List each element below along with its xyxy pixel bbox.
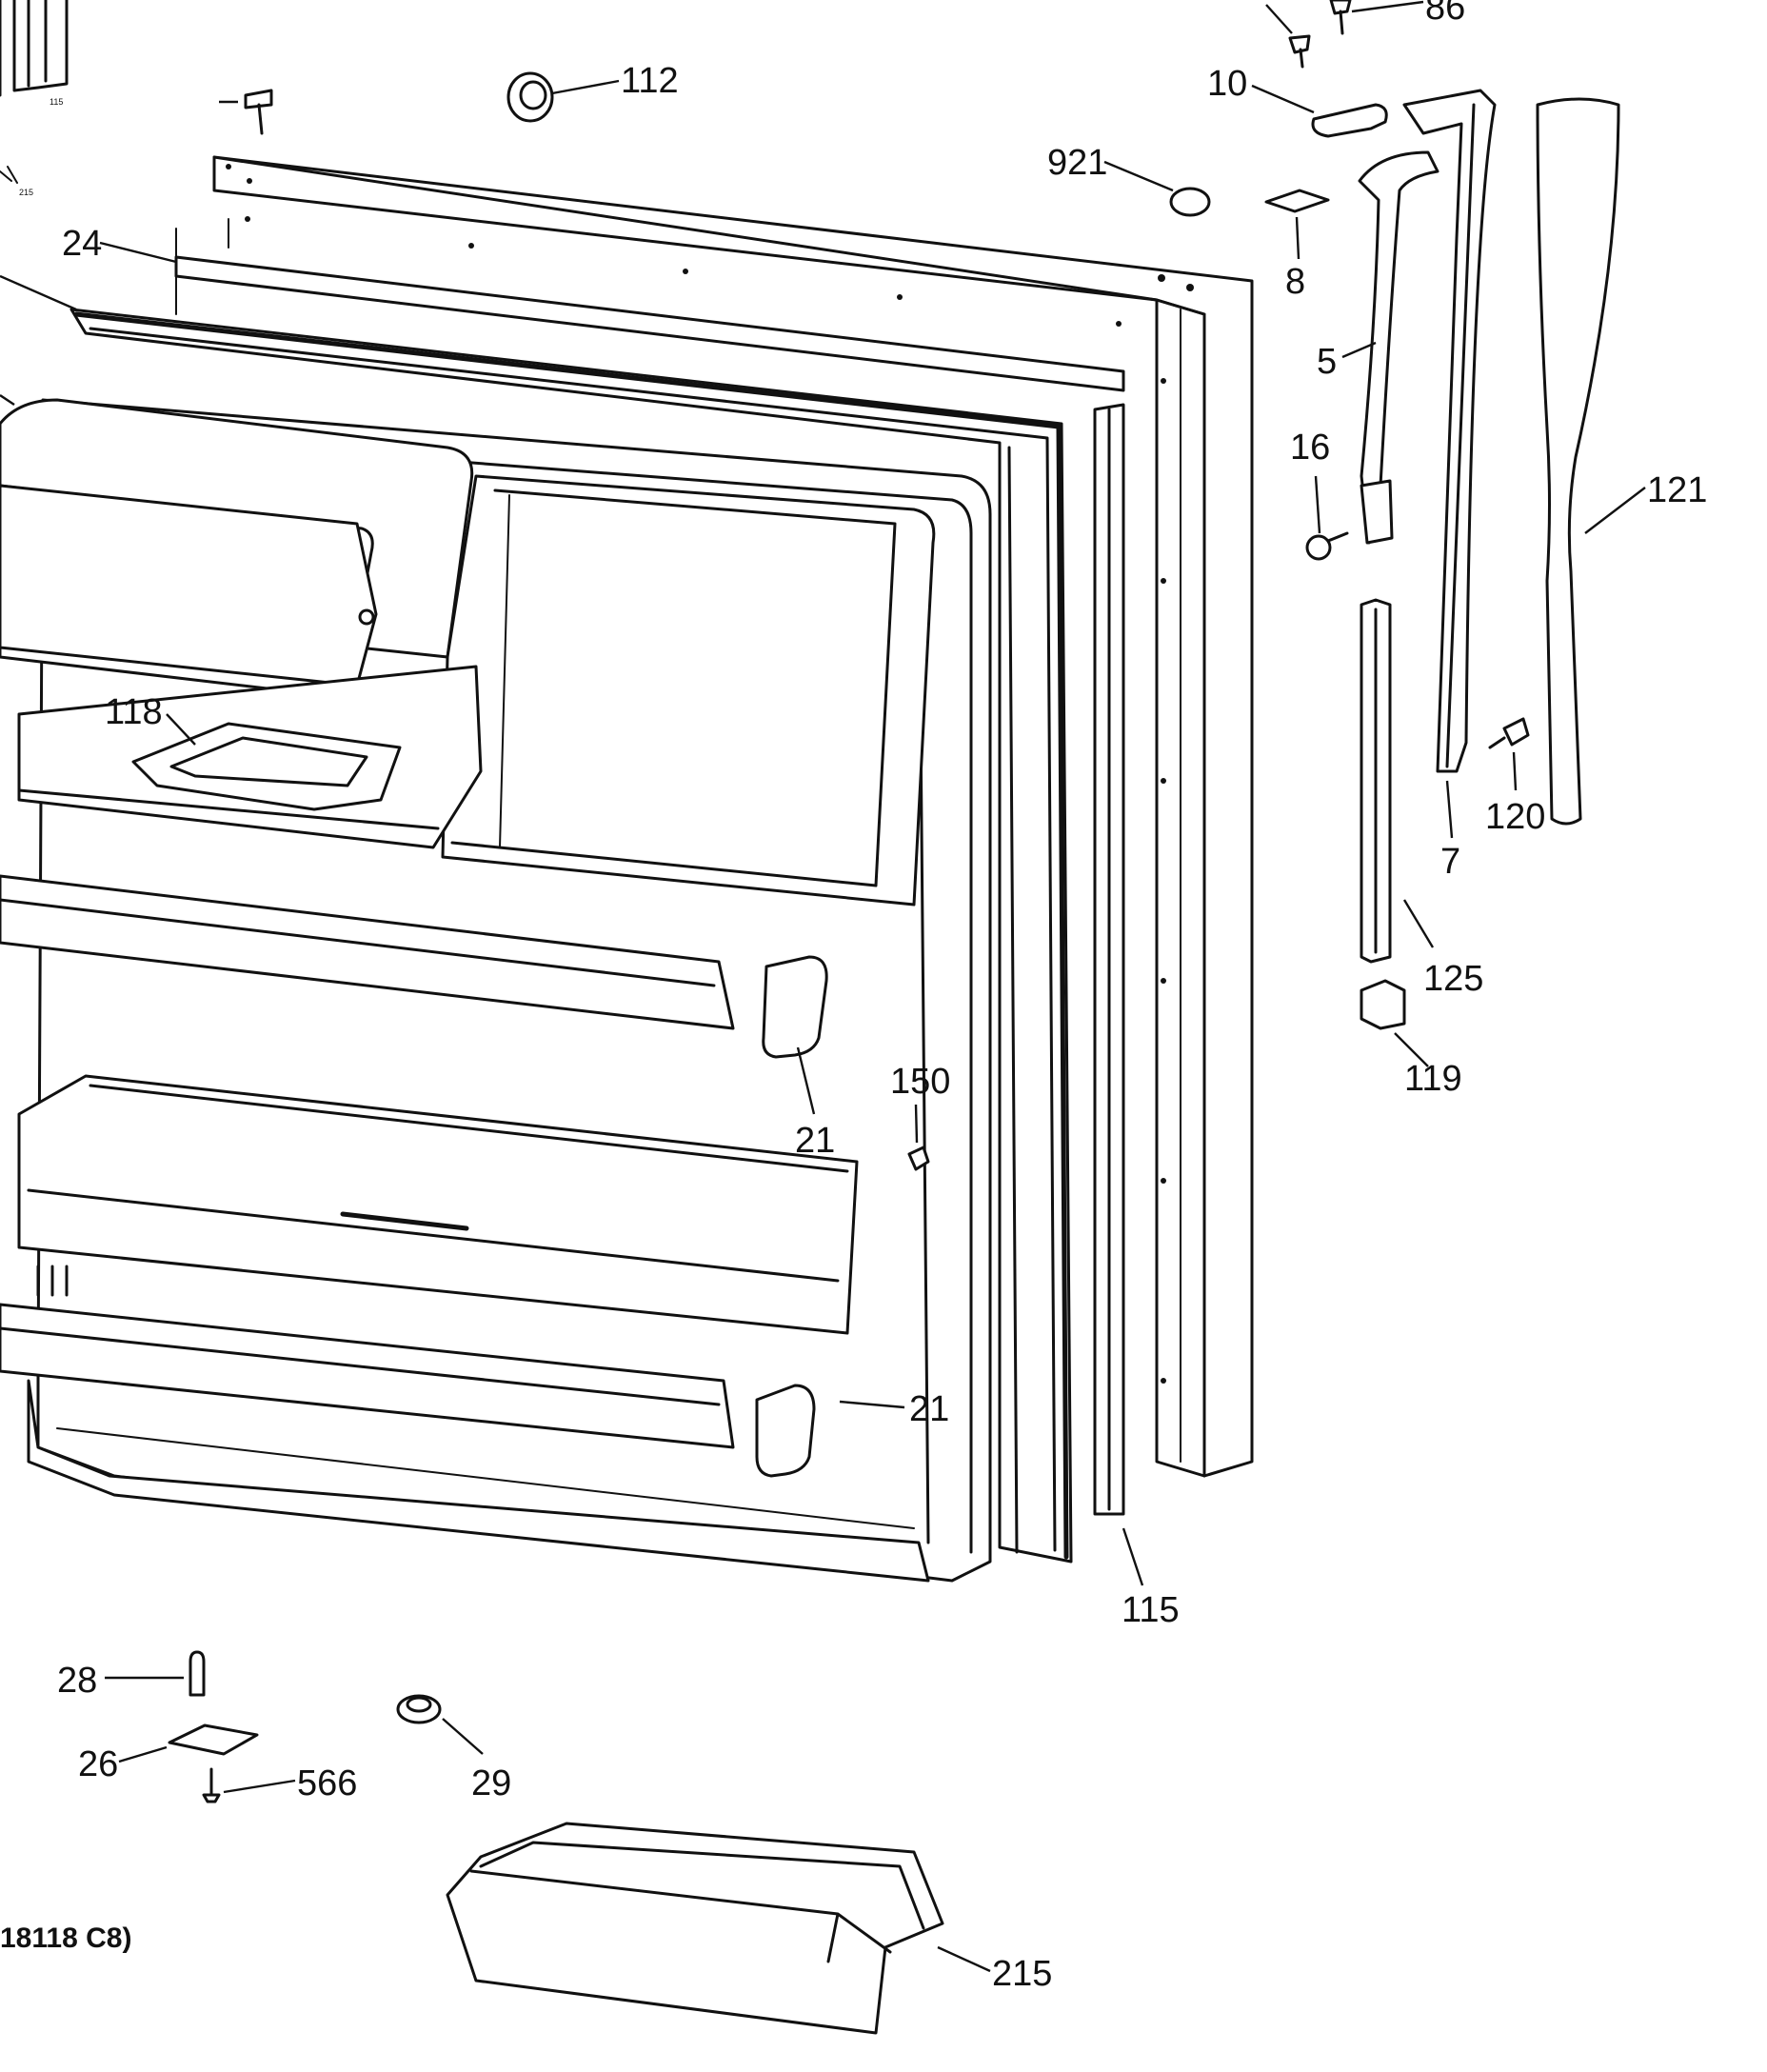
- plate-part-26: [118, 1723, 259, 1763]
- dairy-door: [0, 484, 378, 687]
- callout-7: 7: [1440, 842, 1460, 882]
- tiny-label-115: 115: [50, 97, 63, 107]
- leader-offscreen-1: [0, 274, 77, 311]
- callout-119: 119: [1404, 1059, 1462, 1099]
- cropped-fragment-top-left: 115 215: [0, 0, 77, 406]
- callout-21-upper: 21: [795, 1121, 835, 1161]
- door-gasket: [69, 308, 1073, 1564]
- plug-part-921: [1103, 160, 1211, 217]
- leader-21-lower: [839, 1400, 905, 1409]
- handle-part-7: [1402, 89, 1497, 839]
- shelf-end-cap-lower: [755, 1384, 816, 1478]
- clip-part-119: [1360, 979, 1429, 1067]
- callout-24: 24: [62, 224, 102, 264]
- callout-120: 120: [1485, 797, 1545, 837]
- door-bin-part-215: [446, 1822, 991, 2035]
- handle-cover-part-121: [1536, 97, 1646, 826]
- handle-channel-part-125: [1360, 598, 1435, 964]
- callout-215: 215: [992, 1954, 1052, 1994]
- leader-24: [99, 241, 177, 264]
- diagram-code: 18118 C8): [0, 1923, 131, 1954]
- callout-16: 16: [1290, 428, 1330, 468]
- screw-part-86-b: [1329, 0, 1424, 35]
- callout-8: 8: [1285, 262, 1305, 302]
- callout-150: 150: [890, 1062, 950, 1102]
- screw-part-566: [202, 1767, 296, 1803]
- leader-offscreen-2: [0, 394, 15, 406]
- bottom-compartment: [27, 1379, 930, 1583]
- callout-5: 5: [1317, 342, 1337, 382]
- callout-115: 115: [1122, 1590, 1180, 1630]
- door-liner-strip: [174, 218, 1125, 392]
- callout-566: 566: [297, 1763, 357, 1803]
- screw-top-left: [219, 89, 273, 135]
- door-shelf-rail-upper: [0, 874, 735, 1030]
- leader-21-upper: [796, 1046, 816, 1115]
- plug-part-112: [506, 71, 620, 123]
- callout-21-lower: 21: [909, 1389, 949, 1429]
- gasket-strip-part-115: [1093, 403, 1125, 1516]
- tiny-label-215: 215: [19, 188, 33, 197]
- upper-shelf-section: [441, 474, 936, 906]
- callout-10: 10: [1207, 64, 1247, 104]
- callout-121: 121: [1647, 470, 1707, 510]
- callout-118: 118: [105, 692, 163, 732]
- leader-118: [166, 713, 196, 746]
- screw-part-120: [1488, 717, 1530, 791]
- door-outer-panel: [212, 155, 1254, 1478]
- callout-28: 28: [57, 1661, 97, 1701]
- leader-115: [1122, 1527, 1144, 1586]
- callout-112: 112: [621, 61, 679, 101]
- screw-part-86-a: [1265, 4, 1311, 69]
- door-shelf-rail-lower: [0, 1265, 735, 1449]
- hinge-part-10: [1251, 84, 1388, 138]
- pin-part-28: [105, 1650, 206, 1697]
- screw-part-16: [1305, 475, 1349, 561]
- door-stop-part-150: [907, 1146, 930, 1171]
- callout-29: 29: [471, 1763, 511, 1803]
- callout-26: 26: [78, 1744, 118, 1784]
- leader-150: [914, 1104, 919, 1144]
- button-part-29: [396, 1694, 484, 1755]
- middle-compartment: [17, 1074, 859, 1335]
- callout-86: 86: [1425, 0, 1465, 28]
- door-handle-bracket-part-5: [1341, 150, 1439, 545]
- shelf-end-cap-upper: [762, 955, 828, 1059]
- hinge-pin-part-8: [1264, 189, 1330, 260]
- egg-tray-part-118: [131, 722, 402, 811]
- callout-125: 125: [1423, 959, 1483, 999]
- callout-921: 921: [1047, 143, 1107, 183]
